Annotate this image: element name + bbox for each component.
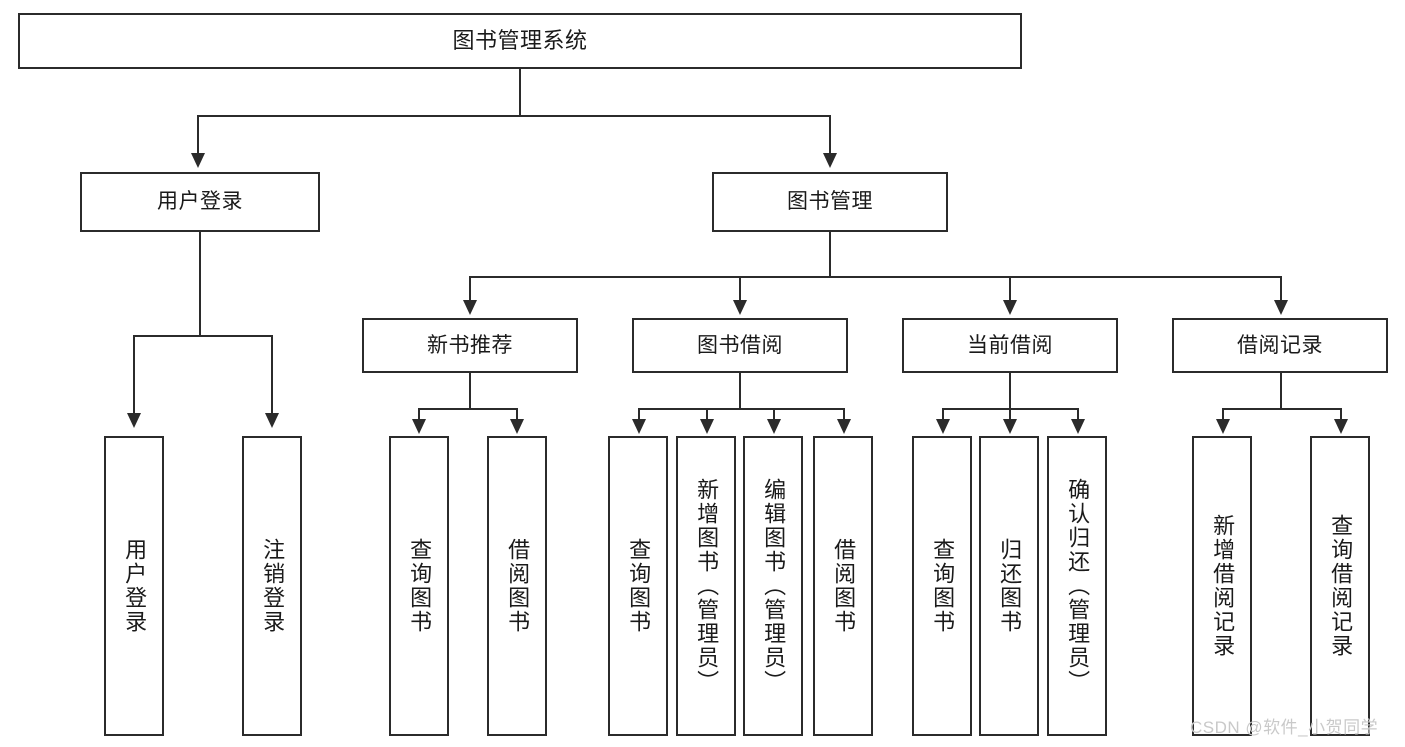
leaf-user-login-logout[interactable]: 注销登录: [242, 436, 302, 736]
connector-root-bus: [197, 115, 831, 117]
node-book-borrow[interactable]: 图书借阅: [632, 318, 848, 373]
node-label: 借阅图书: [505, 538, 531, 634]
node-label: 图书借阅: [697, 333, 783, 357]
node-borrow-record[interactable]: 借阅记录: [1172, 318, 1388, 373]
connector-br-to-leaf-2: [1340, 408, 1342, 421]
node-label: 查询图书: [626, 538, 652, 634]
connector-bm-to-new-book: [469, 276, 471, 302]
arrow-cb-to-leaf-1: [936, 419, 950, 434]
arrow-root-to-user-login: [191, 153, 205, 168]
arrow-bm-to-new-book: [463, 300, 477, 315]
leaf-cb-query-book[interactable]: 查询图书: [912, 436, 972, 736]
node-label: 图书管理系统: [452, 27, 588, 53]
watermark-text: CSDN @软件_小贺同学: [1190, 718, 1379, 737]
connector-nbr-bus: [418, 408, 517, 410]
arrow-bm-to-borrow-record: [1274, 300, 1288, 315]
connector-user-login-to-leaf-1: [133, 335, 135, 416]
node-label: 新增图书（管理员）: [694, 478, 720, 694]
connector-root-to-user-login: [197, 115, 199, 156]
node-label: 查询借阅记录: [1328, 514, 1354, 658]
connector-root-to-book-management: [829, 115, 831, 156]
connector-root-stem: [519, 69, 521, 115]
node-root-book-management-system[interactable]: 图书管理系统: [18, 13, 1022, 69]
leaf-cb-confirm-return-admin[interactable]: 确认归还（管理员）: [1047, 436, 1107, 736]
arrow-bb-to-leaf-2: [700, 419, 714, 434]
node-label: 新书推荐: [427, 333, 513, 357]
connector-cb-to-leaf-3: [1077, 408, 1079, 421]
connector-user-login-stem: [199, 232, 201, 336]
node-label: 用户登录: [157, 190, 243, 214]
arrow-cb-to-leaf-3: [1071, 419, 1085, 434]
node-current-borrow[interactable]: 当前借阅: [902, 318, 1118, 373]
arrow-nbr-to-leaf-2: [510, 419, 524, 434]
connector-br-bus: [1222, 408, 1342, 410]
connector-bb-to-leaf-3: [773, 408, 775, 421]
node-label: 确认归还（管理员）: [1065, 478, 1091, 694]
node-label: 新增借阅记录: [1210, 514, 1236, 658]
arrow-cb-to-leaf-2: [1003, 419, 1017, 434]
arrow-br-to-leaf-2: [1334, 419, 1348, 434]
arrow-bb-to-leaf-1: [632, 419, 646, 434]
leaf-nbr-query-book[interactable]: 查询图书: [389, 436, 449, 736]
node-label: 当前借阅: [967, 333, 1053, 357]
connector-br-to-leaf-1: [1222, 408, 1224, 421]
node-user-login[interactable]: 用户登录: [80, 172, 320, 232]
connector-book-management-stem: [829, 232, 831, 277]
arrow-nbr-to-leaf-1: [412, 419, 426, 434]
arrow-user-login-to-leaf-2: [265, 413, 279, 428]
leaf-bb-add-book-admin[interactable]: 新增图书（管理员）: [676, 436, 736, 736]
node-label: 借阅记录: [1237, 333, 1323, 357]
node-label: 编辑图书（管理员）: [761, 478, 787, 694]
arrow-bm-to-book-borrow: [733, 300, 747, 315]
leaf-user-login-login[interactable]: 用户登录: [104, 436, 164, 736]
connector-nbr-stem: [469, 373, 471, 409]
connector-nbr-to-leaf-1: [418, 408, 420, 421]
connector-bb-to-leaf-4: [843, 408, 845, 421]
leaf-bb-query-book[interactable]: 查询图书: [608, 436, 668, 736]
leaf-bb-edit-book-admin[interactable]: 编辑图书（管理员）: [743, 436, 803, 736]
arrow-bb-to-leaf-3: [767, 419, 781, 434]
node-new-book-recommend[interactable]: 新书推荐: [362, 318, 578, 373]
connector-book-management-bus: [469, 276, 1281, 278]
node-label: 查询图书: [407, 538, 433, 634]
arrow-bm-to-current-borrow: [1003, 300, 1017, 315]
connector-cb-to-leaf-1: [942, 408, 944, 421]
leaf-br-add-record[interactable]: 新增借阅记录: [1192, 436, 1252, 736]
node-label: 借阅图书: [831, 538, 857, 634]
leaf-nbr-borrow-book[interactable]: 借阅图书: [487, 436, 547, 736]
node-label: 查询图书: [930, 538, 956, 634]
node-label: 图书管理: [787, 190, 873, 214]
arrow-user-login-to-leaf-1: [127, 413, 141, 428]
leaf-br-query-record[interactable]: 查询借阅记录: [1310, 436, 1370, 736]
connector-user-login-to-leaf-2: [271, 335, 273, 416]
connector-bb-to-leaf-1: [638, 408, 640, 421]
connector-cb-stem: [1009, 373, 1011, 409]
arrow-root-to-book-management: [823, 153, 837, 168]
connector-nbr-to-leaf-2: [516, 408, 518, 421]
connector-br-stem: [1280, 373, 1282, 409]
leaf-cb-return-book[interactable]: 归还图书: [979, 436, 1039, 736]
arrow-br-to-leaf-1: [1216, 419, 1230, 434]
leaf-bb-borrow-book[interactable]: 借阅图书: [813, 436, 873, 736]
node-label: 归还图书: [997, 538, 1023, 634]
connector-bb-bus: [638, 408, 845, 410]
connector-bm-to-book-borrow: [739, 276, 741, 302]
connector-bb-to-leaf-2: [706, 408, 708, 421]
connector-bm-to-current-borrow: [1009, 276, 1011, 302]
node-book-management[interactable]: 图书管理: [712, 172, 948, 232]
connector-cb-to-leaf-2: [1009, 408, 1011, 421]
connector-bm-to-borrow-record: [1280, 276, 1282, 302]
node-label: 注销登录: [260, 538, 286, 634]
connector-bb-stem: [739, 373, 741, 409]
node-label: 用户登录: [122, 538, 148, 634]
connector-user-login-bus: [133, 335, 272, 337]
arrow-bb-to-leaf-4: [837, 419, 851, 434]
